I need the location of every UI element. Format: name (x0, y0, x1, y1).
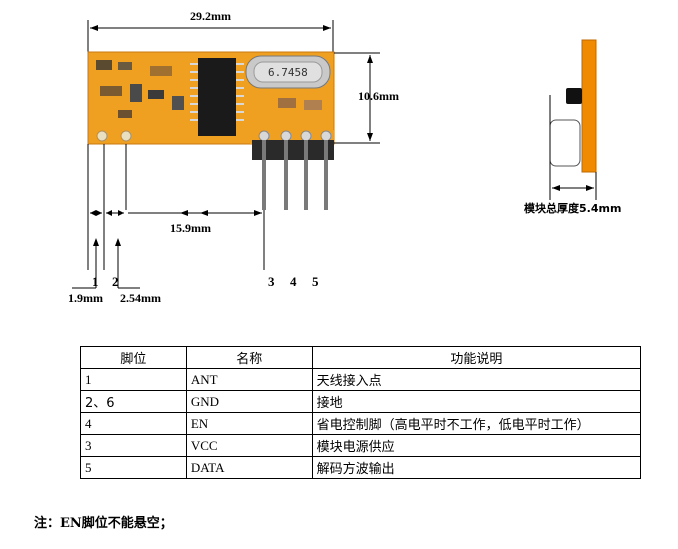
smd-component (118, 62, 132, 70)
table-row: 4 EN 省电控制脚（高电平时不工作，低电平时工作） (80, 412, 642, 435)
table-row: 3 VCC 模块电源供应 (80, 434, 642, 457)
note-text: 注：EN脚位不能悬空； (34, 516, 173, 531)
table-row: 5 DATA 解码方波输出 (80, 456, 642, 479)
pin-pad (96, 130, 108, 142)
ic-chip (198, 58, 236, 136)
pin-header (252, 140, 334, 210)
pin-offset-label: 15.9mm (170, 221, 211, 235)
function-cell: 省电控制脚（高电平时不工作，低电平时工作） (311, 412, 642, 435)
smd-component (172, 96, 184, 110)
crystal-marking: 6.7458 (268, 66, 308, 79)
pin-label-2: 2 (112, 274, 119, 289)
col-header-function: 功能说明 (311, 346, 642, 369)
smd-component (96, 60, 112, 70)
pin-label-5: 5 (312, 274, 319, 289)
pin-table: 脚位 名称 功能说明 1 ANT 天线接入点 2、6 GND 接地 4 EN 省… (80, 346, 642, 479)
pin-label-3: 3 (268, 274, 275, 289)
function-cell: 接地 (311, 390, 642, 413)
length-label: 29.2mm (190, 9, 231, 23)
pitch-label: 2.54mm (120, 291, 161, 305)
pin-pad (280, 130, 292, 142)
smd-component (150, 66, 172, 76)
smd-component (118, 110, 132, 118)
smd-component (100, 86, 122, 96)
smd-component (278, 98, 296, 108)
smd-component (304, 100, 322, 110)
pin-offset-dimension: 15.9mm (90, 210, 262, 235)
thickness-caption: 模块总厚度5.4mm (524, 201, 621, 215)
function-cell: 模块电源供应 (311, 434, 642, 457)
name-cell: DATA (185, 456, 313, 479)
smd-component (148, 90, 164, 99)
pin-pad (320, 130, 332, 142)
pin-pad (258, 130, 270, 142)
pin-cell: 5 (80, 456, 187, 479)
function-cell: 解码方波输出 (311, 456, 642, 479)
table-row: 2、6 GND 接地 (80, 390, 642, 413)
function-cell: 天线接入点 (311, 368, 642, 391)
pin-cell: 3 (80, 434, 187, 457)
module-diagram: 29.2mm 6.7458 (68, 9, 621, 305)
pin-label-1: 1 (92, 274, 99, 289)
side-view: 模块总厚度5.4mm (524, 39, 621, 215)
name-cell: VCC (185, 434, 313, 457)
col-header-name: 名称 (185, 346, 313, 369)
table-row: 1 ANT 天线接入点 (80, 368, 642, 391)
pin-cell: 4 (80, 412, 187, 435)
length-dimension: 29.2mm (87, 9, 334, 64)
height-dimension: 10.6mm (334, 52, 399, 144)
pin-pad (300, 130, 312, 142)
smd-component (130, 84, 142, 102)
pin-label-4: 4 (290, 274, 297, 289)
col-header-pin: 脚位 (80, 346, 187, 369)
table-header-row: 脚位 名称 功能说明 (80, 346, 642, 369)
height-label: 10.6mm (358, 89, 399, 103)
pin-pad (120, 130, 132, 142)
name-cell: EN (185, 412, 313, 435)
name-cell: ANT (185, 368, 313, 391)
edge-label: 1.9mm (68, 291, 103, 305)
pcb-board: 6.7458 (87, 51, 335, 145)
name-cell: GND (185, 390, 313, 413)
pin-cell: 2、6 (80, 390, 187, 413)
pin-cell: 1 (80, 368, 187, 391)
